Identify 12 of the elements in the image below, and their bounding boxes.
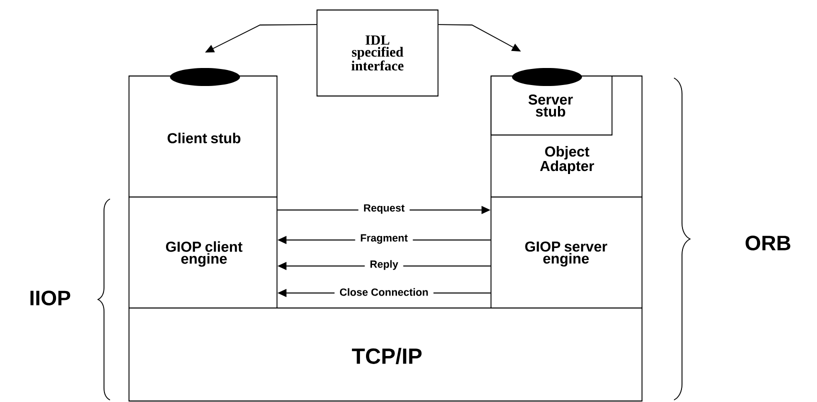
layer-label: ORB [746, 236, 790, 250]
protocol-box: TCP/IP [128, 308, 642, 402]
edge-label: Fragment [355, 233, 413, 245]
layer-label: IIOP [30, 290, 70, 306]
engine-box: GIOP server engine [490, 196, 642, 308]
edge-label: Reply [364, 259, 404, 271]
interface-marker [512, 68, 582, 86]
interface-marker [170, 68, 240, 86]
edge-label: Close Connection [334, 287, 434, 297]
interface-box: IDL specified interface [316, 10, 438, 96]
edge-label: Request [358, 203, 410, 215]
engine-box: GIOP client engine [128, 196, 278, 308]
